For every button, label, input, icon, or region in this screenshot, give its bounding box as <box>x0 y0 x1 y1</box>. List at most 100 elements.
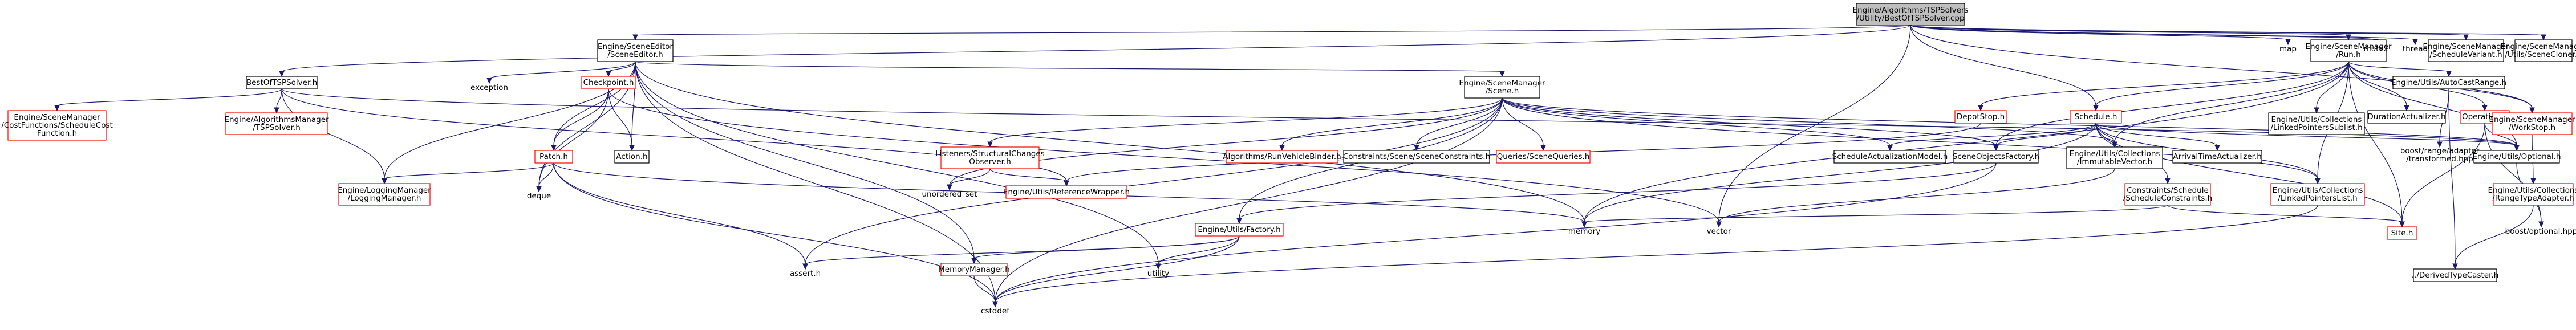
node-label-line: cstddef <box>981 307 1010 316</box>
edge-arrowhead <box>1064 180 1069 187</box>
edge-arrowhead <box>2538 221 2544 228</box>
edge-arrowhead <box>2437 141 2443 148</box>
edge-arrowhead <box>382 178 387 185</box>
node-label-line: /Utility/BestOfTSPSolver.cpp <box>1856 14 1964 23</box>
node-bestOfH[interactable]: BestOfTSPSolver.h <box>246 76 318 89</box>
node-box <box>940 263 1008 276</box>
node-runH[interactable]: Engine/SceneManager/Run.h <box>2305 39 2392 62</box>
node-box <box>614 150 650 164</box>
node-label-line: Schedule.h <box>2075 112 2117 121</box>
node-box <box>2514 39 2573 62</box>
node-assert: assert.h <box>790 269 821 278</box>
edge-arrowhead <box>2530 178 2536 185</box>
edge-arrowhead <box>2315 178 2321 185</box>
node-sceneEditor[interactable]: Engine/SceneEditor/SceneEditor.h <box>597 39 674 62</box>
node-threadH: thread <box>2403 44 2428 54</box>
node-utility: utility <box>1147 269 1169 278</box>
node-label-line: /RangeTypeAdapter.h <box>2492 194 2574 203</box>
node-runVehicleBinder[interactable]: Algorithms/RunVehicleBinder.h <box>1223 150 1341 164</box>
edge-sceneH-to-sceneObjFactory <box>1502 97 1997 146</box>
edge-arrowhead <box>2482 105 2488 112</box>
edge-sceneEditor-to-exception <box>489 61 636 79</box>
node-root[interactable]: Engine/Algorithms/TSPSolvers/Utility/Bes… <box>1853 3 1969 26</box>
node-linkedPointersList[interactable]: Engine/Utils/Collections/LinkedPointersL… <box>2270 183 2365 206</box>
node-box <box>581 76 636 89</box>
node-schedConstraints[interactable]: Constraints/Schedule/ScheduleConstraints… <box>2123 183 2212 206</box>
node-exception: exception <box>470 83 508 92</box>
node-refWrapper[interactable]: Engine/Utils/ReferenceWrapper.h <box>1003 185 1130 199</box>
node-durationAct[interactable]: DurationActualizer.h <box>2367 110 2446 124</box>
edge-runH-to-autoCastRange <box>2348 61 2449 72</box>
edge-arrowhead <box>1279 145 1285 152</box>
node-checkpoint[interactable]: Checkpoint.h <box>581 76 636 89</box>
node-box <box>2124 183 2211 206</box>
node-box <box>2492 112 2573 135</box>
node-label-line: /LinkedPointersSublist.h <box>2270 123 2362 132</box>
node-action[interactable]: Action.h <box>614 150 650 164</box>
node-label-line: /Utils/SceneCloner.h <box>2505 50 2576 59</box>
node-label-line: Engine/SceneManager <box>2423 42 2509 51</box>
edge-arrowhead <box>632 34 638 41</box>
node-label-line: unordered_set <box>922 190 977 199</box>
node-label-line: Engine/SceneManager <box>2489 115 2575 124</box>
node-label-line: Function.h <box>37 129 77 138</box>
node-sceneQueries[interactable]: Queries/SceneQueries.h <box>1496 150 1591 164</box>
edge-bestOfH-to-costFunctions <box>56 88 282 107</box>
edge-arrowhead <box>2399 221 2405 228</box>
node-label-line: Observer.h <box>969 157 1011 166</box>
node-rangeTypeAdapter[interactable]: Engine/Utils/Collections/RangeTypeAdapte… <box>2488 183 2576 206</box>
node-label-line: Engine/LoggingManager <box>338 186 431 195</box>
edge-scheduleH-to-arrivalTime <box>2095 123 2218 146</box>
edge-bestOfH-to-loggingManager <box>281 88 385 180</box>
edge-root-to-sceneEditor <box>635 25 1911 36</box>
node-loggingManager[interactable]: Engine/LoggingManager/LoggingManager.h <box>338 183 431 206</box>
edge-schedConstraints-to-memory <box>1584 205 2168 223</box>
node-sceneCloner[interactable]: Engine/SceneManager/Utils/SceneCloner.h <box>2500 39 2576 62</box>
edge-arrowhead <box>1414 145 1419 152</box>
node-box <box>2387 226 2417 240</box>
node-box <box>2428 39 2504 62</box>
edge-scheduleH-to-optionalH <box>2095 123 2517 146</box>
node-tspSolver[interactable]: Engine/AlgorithmsManager/TSPSolver.h <box>224 112 329 135</box>
edge-operationH-to-siteH <box>2401 123 2485 223</box>
node-linkedPointersSublist[interactable]: Engine/Utils/Collections/LinkedPointersS… <box>2268 112 2365 135</box>
node-immutableVector[interactable]: Engine/Utils/Collections/ImmutableVector… <box>2066 146 2163 169</box>
edge-rangeTypeAdapter-to-derivedTypeCaster <box>2455 205 2534 265</box>
node-workStop[interactable]: Engine/SceneManager/WorkStop.h <box>2489 112 2575 135</box>
node-costFunctions[interactable]: Engine/SceneManager/CostFunctions/Schedu… <box>1 110 113 141</box>
node-optionalH[interactable]: Engine/Utils/Optional.h <box>2473 150 2561 164</box>
edge-scheduleH-to-sceneObjFactory <box>1995 123 2096 146</box>
edge-sceneObjFactory-to-cstddef <box>995 162 1997 303</box>
edge-arrowhead <box>2404 105 2409 112</box>
node-box <box>2473 150 2560 164</box>
node-arrivalTime[interactable]: ArrivalTimeActualizer.h <box>2172 150 2262 164</box>
node-box <box>2270 183 2365 206</box>
node-siteH[interactable]: Site.h <box>2387 226 2417 240</box>
edge-immutableVector-to-vector <box>1718 168 2115 223</box>
edge-sceneEditor-to-memoryManager <box>635 61 975 259</box>
node-sceneConstraints[interactable]: Constraints/Scene/SceneConstraints.h <box>1343 150 1490 164</box>
node-schedActModel[interactable]: ScheduleActualizationModel.h <box>1832 150 1948 164</box>
edge-arrowhead <box>2452 263 2458 270</box>
edge-sceneEditor-to-memory <box>635 61 1585 223</box>
node-autoCastRange[interactable]: Engine/Utils/AutoCastRange.h <box>2391 76 2506 89</box>
node-memoryManager[interactable]: MemoryManager.h <box>938 263 1010 276</box>
node-factory[interactable]: Engine/Utils/Factory.h <box>1195 223 1284 237</box>
edge-arrowhead <box>802 263 808 270</box>
node-box <box>225 112 328 135</box>
edge-runH-to-linkedPointersSublist <box>2316 61 2349 109</box>
node-derivedTypeCaster[interactable]: ../DerivedTypeCaster.h <box>2412 268 2499 282</box>
node-label-line: Engine/Utils/Factory.h <box>1198 225 1280 234</box>
node-label-line: Engine/AlgorithmsManager <box>224 115 329 124</box>
node-sceneH[interactable]: Engine/SceneManager/Scene.h <box>1459 76 1545 99</box>
edge-arrowhead <box>947 184 952 191</box>
node-box <box>2172 150 2262 164</box>
node-patch[interactable]: Patch.h <box>534 150 573 164</box>
node-sceneObjFactory[interactable]: SceneObjectsFactory.h <box>1953 150 2039 164</box>
node-vector: vector <box>1707 227 1731 236</box>
node-scheduleVariant[interactable]: Engine/SceneManager/ScheduleVariant.h <box>2423 39 2509 62</box>
node-scheduleH[interactable]: Schedule.h <box>2070 110 2122 124</box>
node-depotStop[interactable]: DepotStop.h <box>1954 110 2007 124</box>
edge-arrowhead <box>2529 107 2535 114</box>
